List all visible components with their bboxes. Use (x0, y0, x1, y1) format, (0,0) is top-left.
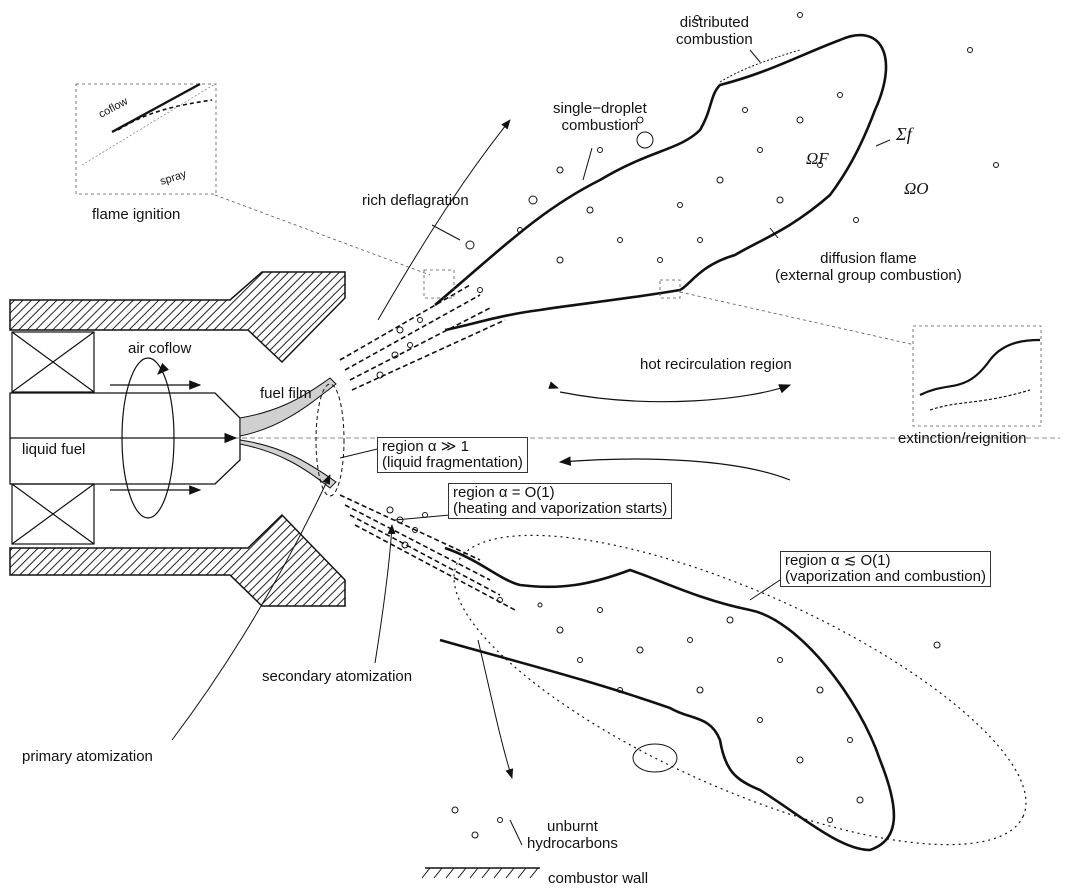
region-alpha-large-box: region α ≫ 1 (liquid fragmentation) (377, 437, 528, 473)
region-alpha-small-title: region α ≲ O(1) (785, 553, 986, 569)
region-alpha-large-title: region α ≫ 1 (382, 439, 523, 455)
lower-housing-wall (10, 515, 345, 606)
flame-ignition-inset (76, 84, 216, 194)
region-alpha-order-one-desc: (heating and vaporization starts) (453, 501, 667, 517)
single-droplet-label: single−droplet combustion (553, 100, 647, 134)
air-coflow-label: air coflow (128, 340, 191, 357)
region-alpha-order-one-title: region α = O(1) (453, 485, 667, 501)
rich-deflagration-label: rich deflagration (362, 192, 469, 209)
diffusion-flame-label: diffusion flame (external group combusti… (775, 250, 962, 284)
omega-f-label: ΩF (806, 150, 829, 167)
hot-recirculation-label: hot recirculation region (640, 356, 792, 373)
combustor-wall-label: combustor wall (548, 870, 648, 887)
sigma-f-label: Σf (896, 126, 912, 143)
omega-o-label: ΩO (904, 180, 929, 197)
unburnt-hydrocarbons-label: unburnt hydrocarbons (527, 818, 618, 852)
secondary-atomization-label: secondary atomization (262, 668, 412, 685)
liquid-fuel-label: liquid fuel (22, 441, 85, 458)
upper-flame-front (435, 35, 886, 330)
region-alpha-small-desc: (vaporization and combustion) (785, 569, 986, 585)
distributed-combustion-label: distributed combustion (676, 14, 753, 48)
region-alpha-small-box: region α ≲ O(1) (vaporization and combus… (780, 551, 991, 587)
fuel-film-lower (240, 440, 336, 488)
region-alpha-order-one-box: region α = O(1) (heating and vaporizatio… (448, 483, 672, 519)
region-alpha-large-desc: (liquid fragmentation) (382, 455, 523, 471)
fuel-film-label: fuel film (260, 385, 312, 402)
flame-ignition-label: flame ignition (92, 206, 180, 223)
lower-flame-front (440, 548, 894, 850)
extinction-reignition-label: extinction/reignition (898, 430, 1026, 447)
primary-atomization-label: primary atomization (22, 748, 153, 765)
